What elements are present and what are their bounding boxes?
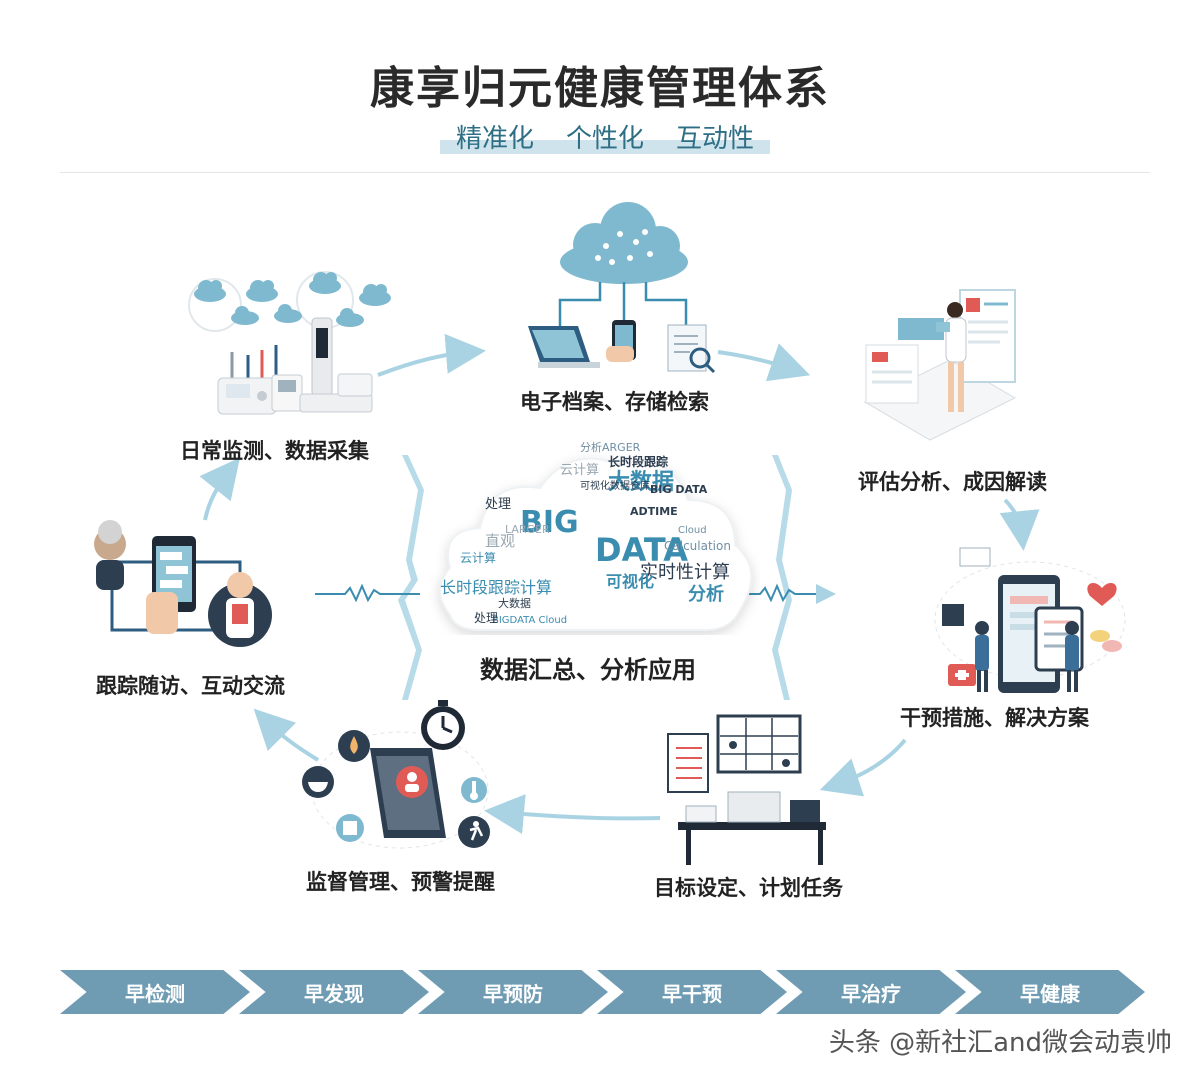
word-cloud-word: Cloud [678, 525, 707, 536]
watermark: 头条 @新社汇and微会动袁帅 [828, 1028, 1172, 1058]
laptop-icon [528, 326, 600, 368]
stage-item: 早发现 [239, 970, 429, 1014]
daily-monitor-illustration [188, 271, 391, 415]
word-cloud-word: BIG [520, 505, 579, 540]
word-cloud-word: 云计算 [560, 463, 600, 478]
doctor-icon [208, 572, 272, 647]
thermometer-icon [461, 777, 487, 803]
subtitle-item: 互动性 [675, 124, 754, 154]
stopwatch-icon [421, 700, 465, 750]
nurse-icon [975, 621, 1079, 692]
subtitle-item: 个性化 [565, 124, 644, 154]
word-cloud-word: 处理 [485, 497, 512, 512]
center-label: 数据汇总、分析应用 [480, 656, 696, 684]
drop-icon [338, 730, 370, 762]
smartphone-chat-icon [146, 536, 196, 634]
word-cloud-word: BIG DATA [650, 483, 708, 496]
node-label-supervision: 监督管理、预警提醒 [306, 870, 495, 894]
blood-pressure-monitor-icon [217, 374, 303, 415]
word-cloud-word: 直观 [485, 532, 516, 550]
first-aid-icon [948, 664, 976, 686]
document-search-icon [667, 324, 716, 374]
smartphone-icon [370, 748, 446, 838]
word-cloud-word: 分析ARGER [580, 441, 641, 454]
word-cloud-shape [439, 457, 753, 632]
intervention-illustration [934, 547, 1126, 693]
subtitle: 精准化 个性化 互动性 [440, 118, 770, 158]
runner-icon [458, 816, 490, 848]
arrow-supervise-to-follow [253, 708, 320, 762]
bowl-icon [302, 766, 334, 798]
arrow-follow-to-monitor [199, 457, 240, 521]
node-label-electronic-records: 电子档案、存储检索 [520, 390, 709, 414]
word-cloud-word: BIGDATA Cloud [492, 615, 568, 626]
node-label-follow-up: 跟踪随访、互动交流 [96, 674, 285, 698]
word-cloud-word: 长时段跟踪计算 [440, 578, 553, 597]
word-cloud-word: 大数据 [608, 470, 675, 495]
arrow-goal-to-supervise [484, 794, 661, 835]
subtitle-item: 精准化 [455, 124, 534, 154]
electronic-records-illustration [528, 202, 716, 374]
stage-item: 早健康 [955, 970, 1145, 1014]
arrow-records-to-assess [717, 343, 811, 382]
node-label-intervention: 干预措施、解决方案 [900, 706, 1089, 730]
heart-icon [1087, 582, 1117, 606]
supervision-illustration [302, 700, 490, 849]
center-brackets [398, 455, 792, 700]
word-cloud-word: 实时性计算 [640, 562, 730, 583]
word-cloud-word: 长时段跟踪 [608, 455, 669, 469]
first-aid-icon [336, 814, 364, 842]
word-cloud-word: 云计算 [460, 551, 497, 565]
word-cloud-word: 分析 [688, 584, 724, 605]
word-cloud-word: 大数据 [498, 597, 531, 610]
cloud-icon [194, 272, 391, 327]
stage-item: 早预防 [418, 970, 608, 1014]
arrow-assess-to-intervene [999, 498, 1040, 551]
subtitle-highlight [440, 140, 770, 154]
arrow-monitor-to-records [377, 333, 486, 377]
node-label-goal-setting: 目标设定、计划任务 [654, 876, 843, 900]
word-cloud-word: DATA [595, 531, 688, 569]
stage-item: 早治疗 [776, 970, 966, 1014]
elder-icon [94, 520, 126, 590]
follow-up-illustration [94, 520, 272, 647]
right-bracket [772, 455, 792, 700]
pulse-lines [315, 583, 836, 604]
word-cloud-word: 可视化数据仓库 [580, 481, 650, 492]
word-cloud-word: 处理 [474, 611, 499, 625]
stage-banner: 早检测 早发现 早预防 早干预 早治疗 早健康 [60, 970, 1145, 1014]
arrow-intervene-to-goal [819, 738, 907, 797]
stage-item: 早干预 [597, 970, 787, 1014]
word-cloud-word: 可视化 [606, 572, 655, 591]
doctor-icon [936, 302, 967, 412]
assessment-illustration [863, 289, 1017, 441]
left-bracket-top [398, 455, 424, 700]
cloud-icon [560, 202, 688, 284]
goal-setting-illustration [667, 714, 826, 865]
stage-item: 早检测 [60, 970, 250, 1014]
word-cloud-word: LARGER [505, 523, 550, 536]
cycle-arrows [199, 333, 1040, 835]
word-cloud-word: ADTIME [630, 505, 678, 518]
word-cloud-word: Calculation [664, 539, 731, 553]
divider [60, 172, 1150, 173]
phone-icon [606, 320, 636, 362]
node-label-assessment: 评估分析、成因解读 [858, 470, 1047, 494]
desk-icon [678, 791, 826, 865]
node-label-daily-monitor: 日常监测、数据采集 [180, 439, 369, 463]
board-icon [716, 714, 802, 774]
big-data-word-cloud: 分析ARGER 长时段跟踪 云计算 大数据 BIG DATA BIG ADTIM… [430, 440, 760, 635]
page-title: 康享归元健康管理体系 [370, 63, 830, 114]
